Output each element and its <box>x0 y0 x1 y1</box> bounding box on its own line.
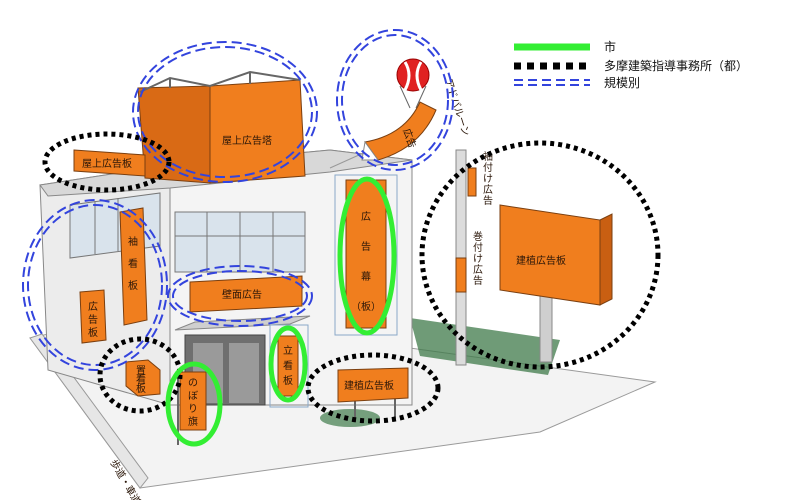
banner-board-char: 告 <box>361 240 371 253</box>
billboard-label: 建植広告板 <box>516 254 566 267</box>
pole-wrap-char: 広 <box>473 263 483 276</box>
black-dotted-ovals <box>42 131 661 424</box>
nobori-char: ぼ <box>188 390 198 402</box>
legend-label-tama-office: 多摩建築指導事務所（都） <box>604 58 748 73</box>
projecting-board: 袖看板 <box>119 207 148 326</box>
side-board-char: 板 <box>88 326 98 339</box>
rooftop-tower: 屋上広告塔 <box>137 70 306 184</box>
projecting-board-char: 袖 <box>128 235 138 248</box>
standing-board-char: 板 <box>283 374 293 387</box>
pole-wrap-char: け <box>473 253 483 265</box>
projecting-board-char: 看 <box>128 257 138 270</box>
legend-label-by-size: 規模別 <box>604 75 640 90</box>
blue-dashed-ovals <box>22 29 454 371</box>
banner-board-label: 広告幕 （板） <box>351 210 381 313</box>
wall-ad: 壁面広告 <box>189 275 303 313</box>
green-patch <box>320 409 380 427</box>
legend-label-city: 市 <box>604 39 616 54</box>
small-board-label: 置看板 <box>136 365 146 395</box>
projecting-board-label: 袖看板 <box>128 235 138 292</box>
projecting-board-char: 板 <box>128 279 138 292</box>
banner-board-char: 幕 <box>361 270 371 283</box>
annotations <box>22 29 661 447</box>
banner-board-char: （板） <box>351 300 381 313</box>
standing-board-char: 看 <box>283 359 293 372</box>
banner-board: 広告幕 （板） <box>334 174 398 336</box>
small-board-char: 看 <box>136 373 146 386</box>
small-board-char: 置 <box>136 365 146 377</box>
pole-sleeve-char: 袖 <box>483 150 493 163</box>
rooftop-board-label: 屋上広告板 <box>82 157 132 170</box>
side-board: 広告板 <box>79 289 107 344</box>
ground-board: 建植広告板 <box>337 367 409 422</box>
side-board-char: 広 <box>88 300 98 313</box>
adballoon: 広告 アドバルーン <box>329 58 472 169</box>
small-board: 置看板 <box>125 359 161 397</box>
pole-sleeve-char: 告 <box>483 194 493 207</box>
green-hedge <box>410 318 560 375</box>
pole-sleeve-char: け <box>483 173 493 185</box>
pole-wrap-char: 付 <box>473 241 483 254</box>
legend: 市 多摩建築指導事務所（都） 規模別 <box>514 39 748 90</box>
billboard: 建植広告板 <box>499 204 613 363</box>
wall-ad-label: 壁面広告 <box>222 288 262 301</box>
side-board-label: 広告板 <box>88 300 98 339</box>
adballoon-label: アドバルーン <box>442 77 472 137</box>
rooftop-board: 屋上広告板 <box>73 149 146 177</box>
side-board-char: 告 <box>88 313 98 326</box>
ground-board-label: 建植広告板 <box>344 379 394 392</box>
standing-board-label: 立看板 <box>283 344 293 387</box>
nobori-char: 旗 <box>188 415 198 428</box>
small-board-char: 板 <box>136 382 146 395</box>
nobori-char: り <box>188 403 198 415</box>
pole-wrap-char: 告 <box>473 274 483 287</box>
pole-wrap-char: 巻 <box>473 231 483 243</box>
standing-board: 立看板 <box>269 324 309 408</box>
nobori-char: の <box>188 378 198 389</box>
standing-board-char: 立 <box>283 344 293 357</box>
rooftop-tower-label: 屋上広告塔 <box>222 134 272 147</box>
pole-sleeve-char: 広 <box>483 183 493 196</box>
pole-sleeve-char: 付 <box>483 161 493 174</box>
banner-board-char: 広 <box>361 210 371 223</box>
green-ovals <box>165 176 397 447</box>
